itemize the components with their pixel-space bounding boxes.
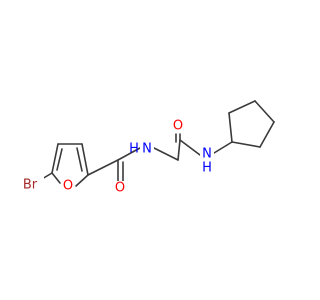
atom-h-amide2: H bbox=[202, 161, 212, 176]
atom-n-amide2: N bbox=[202, 147, 212, 162]
bond-c4-c5-double bbox=[56, 148, 63, 171]
bond-o-c2 bbox=[75, 174, 89, 187]
atom-o-ring: O bbox=[63, 179, 73, 194]
bond-cp1-cp2 bbox=[228, 112, 233, 143]
bond-n2-cp1 bbox=[213, 141, 233, 154]
bond-c2-carbonyl bbox=[87, 159, 119, 176]
atom-h-amide1: H bbox=[129, 142, 139, 157]
bond-carbonyl2-n2 bbox=[179, 139, 201, 156]
atom-o-amide2: O bbox=[173, 119, 183, 134]
bond-carbonyl-n1 bbox=[117, 147, 141, 161]
bond-c2-c3-double bbox=[76, 147, 83, 172]
atom-o-amide1: O bbox=[115, 181, 125, 196]
bond-cp3-cp4 bbox=[254, 100, 275, 123]
bond-cp5-cp1 bbox=[231, 141, 261, 148]
atom-labels: Br O O N H O N H bbox=[16, 117, 214, 197]
bond-n1-ch2 bbox=[153, 147, 179, 161]
molecule-drawing: Br O O N H O N H bbox=[16, 100, 275, 197]
bond-ch2-carbonyl2 bbox=[177, 139, 181, 161]
atom-n-amide1: N bbox=[142, 142, 152, 157]
bond-cp2-cp3 bbox=[228, 100, 256, 114]
bond-c2-c3 bbox=[81, 143, 89, 176]
bond-c4-c5 bbox=[51, 143, 59, 174]
bond-c5-o bbox=[51, 172, 61, 184]
atom-br: Br bbox=[23, 178, 38, 193]
bonds bbox=[31, 100, 275, 187]
bond-cp4-cp5 bbox=[259, 121, 275, 148]
structure-canvas: Br O O N H O N H bbox=[16, 100, 275, 197]
